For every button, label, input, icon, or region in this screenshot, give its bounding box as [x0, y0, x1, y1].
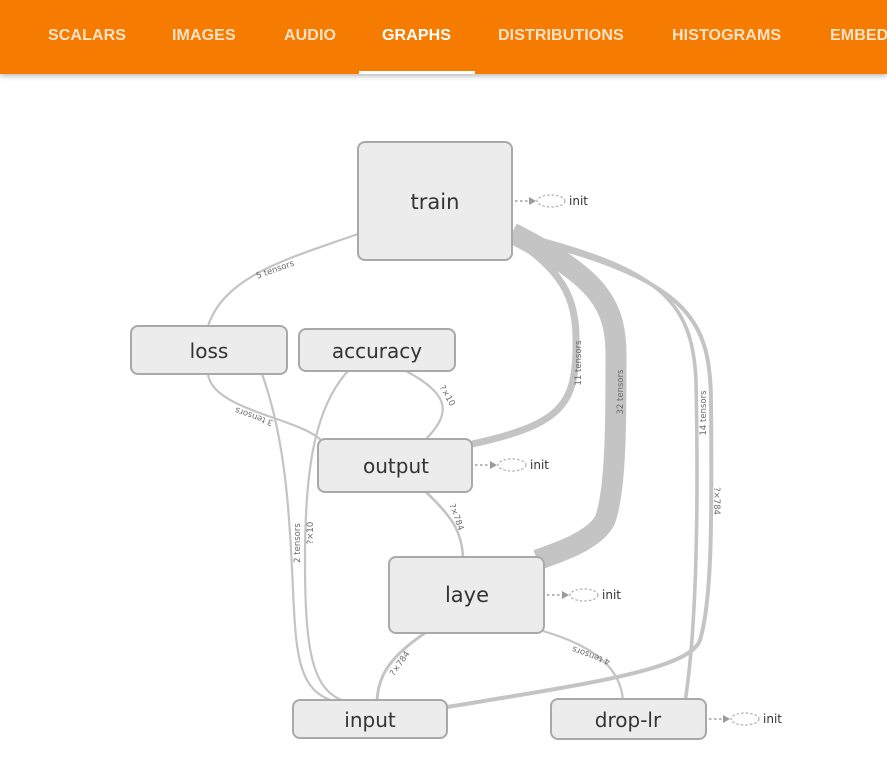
edge-label-train-output: 11 tensors	[574, 340, 584, 386]
node-output[interactable]: output	[317, 438, 473, 493]
edge-label-train-input: ?×784	[711, 487, 721, 515]
edge-output-laye	[425, 491, 465, 559]
edge-train-laye	[507, 223, 627, 570]
edge-accuracy-input	[303, 370, 349, 703]
edge-label-loss-input: 2 tensors	[293, 523, 303, 563]
node-accuracy[interactable]: accuracy	[298, 328, 456, 372]
aux-nodes: init init init init	[475, 194, 782, 726]
graph-edges	[206, 223, 714, 709]
node-drop-lr[interactable]: drop-lr	[550, 698, 707, 740]
edge-laye-input	[375, 631, 426, 702]
graph-nodes: train loss accuracy output laye input dr…	[130, 141, 707, 740]
node-train[interactable]: train	[357, 141, 513, 261]
node-label-output: output	[363, 454, 429, 478]
node-label-input: input	[344, 708, 396, 732]
aux-label-train-init: init	[569, 194, 588, 208]
aux-label-laye-init: init	[602, 588, 621, 602]
edge-label-train-loss: 5 tensors	[255, 258, 296, 281]
edge-label-train-laye: 32 tensors	[616, 369, 626, 415]
aux-init-laye[interactable]: init	[547, 588, 621, 602]
tab-audio[interactable]: AUDIO	[284, 27, 337, 44]
edge-label-train-droplr: 14 tensors	[699, 390, 709, 436]
edge-train-loss	[206, 232, 359, 327]
node-label-train: train	[411, 190, 460, 214]
edge-train-droplr	[511, 230, 699, 703]
node-label-loss: loss	[190, 339, 229, 363]
tab-histograms[interactable]: HISTOGRAMS	[672, 27, 782, 44]
aux-label-output-init: init	[530, 458, 549, 472]
top-nav-bar: SCALARS IMAGES AUDIO GRAPHS DISTRIBUTION…	[0, 0, 887, 74]
tab-embeddings[interactable]: EMBEDDINGS	[830, 27, 887, 44]
edge-accuracy-output	[405, 370, 444, 440]
node-label-accuracy: accuracy	[332, 339, 422, 363]
tab-images[interactable]: IMAGES	[172, 27, 236, 44]
edge-label-accuracy-input: ?×10	[306, 522, 316, 544]
node-input[interactable]: input	[292, 699, 448, 739]
tab-graphs[interactable]: GRAPHS	[382, 27, 452, 44]
edge-laye-droplr	[542, 629, 625, 701]
node-loss[interactable]: loss	[130, 325, 288, 375]
node-label-drop-lr: drop-lr	[595, 708, 662, 732]
aux-init-train[interactable]: init	[515, 194, 588, 208]
aux-label-drop-lr-init: init	[763, 712, 782, 726]
active-tab-indicator	[359, 71, 475, 74]
edge-loss-output	[206, 373, 323, 442]
tab-scalars[interactable]: SCALARS	[48, 27, 127, 44]
edge-label-laye-droplr: 4 tensors	[570, 643, 611, 666]
tab-distributions[interactable]: DISTRIBUTIONS	[498, 27, 624, 44]
edge-label-loss-output: 3 tensors	[233, 404, 274, 427]
node-laye[interactable]: laye	[388, 556, 545, 634]
edge-train-output	[471, 235, 580, 448]
aux-init-output[interactable]: init	[475, 458, 549, 472]
node-label-laye: laye	[445, 583, 489, 607]
aux-init-drop-lr[interactable]: init	[709, 712, 782, 726]
edge-label-accuracy-output: ?×10	[437, 384, 457, 408]
edge-train-input	[446, 234, 714, 709]
edge-loss-input	[260, 373, 334, 703]
